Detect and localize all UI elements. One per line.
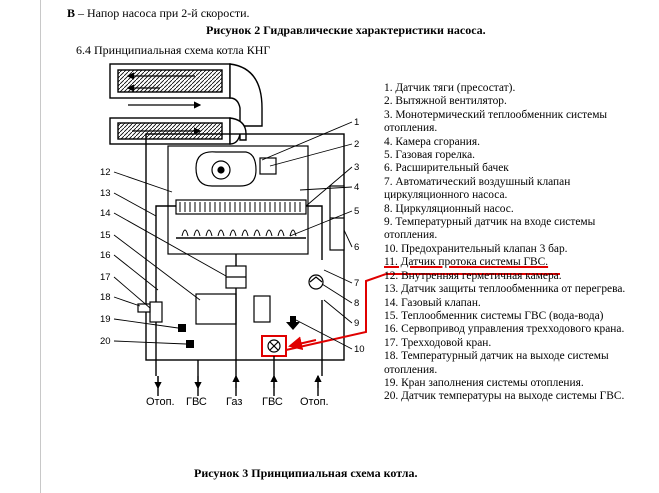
legend-item: 19. Кран заполнения системы отопления. bbox=[384, 376, 584, 389]
callout-number: 14 bbox=[100, 208, 111, 219]
callout-number: 9 bbox=[354, 318, 359, 329]
service-pipes bbox=[157, 288, 319, 396]
callout-number: 4 bbox=[354, 182, 359, 193]
gas-valve bbox=[225, 265, 247, 289]
drain-and-fill bbox=[178, 324, 194, 348]
callout-number: 18 bbox=[100, 292, 111, 303]
expansion-vessel bbox=[329, 185, 345, 251]
callout-leader bbox=[323, 299, 353, 324]
callout-leader bbox=[295, 319, 353, 350]
callout-number: 8 bbox=[354, 298, 359, 309]
heating-circuit-pipes bbox=[155, 205, 323, 376]
legend-item: 15. Теплообменник системы ГВС (вода-вода… bbox=[384, 309, 604, 322]
legend-item: 12. Внутренняя герметичная камера. bbox=[384, 269, 562, 282]
legend-item: 9. Температурный датчик на входе системы… bbox=[384, 216, 596, 242]
callout-number: 19 bbox=[100, 314, 111, 325]
port-label: ГВС bbox=[262, 396, 283, 408]
callout-leader bbox=[113, 296, 141, 307]
legend-item: 7. Автоматический воздушный клапан цирку… bbox=[384, 175, 571, 202]
section-heading: 6.4 Принципиальная схема котла КНГ bbox=[76, 43, 271, 57]
page-edge-left bbox=[40, 0, 41, 493]
callout-number: 6 bbox=[354, 242, 359, 253]
callout-number: 10 bbox=[354, 344, 365, 355]
callout-leader bbox=[343, 229, 353, 248]
callout-leader bbox=[261, 121, 353, 161]
callout-number: 15 bbox=[100, 230, 111, 241]
legend-item: 8. Циркуляционный насос. bbox=[384, 202, 514, 215]
heat-exchanger bbox=[175, 199, 307, 215]
callout-number: 7 bbox=[354, 278, 359, 289]
callout-leader bbox=[113, 318, 179, 329]
legend-item: 20. Датчик температуры на выходе системы… bbox=[384, 390, 625, 403]
legend-item: 1. Датчик тяги (пресостат). bbox=[384, 82, 516, 94]
callout-leader bbox=[113, 192, 157, 217]
legend-item: 16. Сервопривод управления трехходового … bbox=[384, 323, 625, 336]
gas-burner bbox=[176, 229, 306, 239]
callout-number: 17 bbox=[100, 272, 111, 283]
legend-item: 5. Газовая горелка. bbox=[384, 149, 476, 162]
callout-number: 3 bbox=[354, 162, 359, 173]
port-label: Газ bbox=[226, 396, 242, 408]
callout-number: 12 bbox=[100, 167, 111, 178]
pump bbox=[308, 274, 324, 290]
callout-leader bbox=[269, 143, 353, 167]
dhw-exchanger bbox=[195, 293, 271, 325]
callout-number: 2 bbox=[354, 139, 359, 150]
legend-item: 6. Расширительный бачек bbox=[384, 162, 509, 175]
legend-item: 14. Газовый клапан. bbox=[384, 296, 481, 309]
callout-number: 1 bbox=[354, 117, 359, 128]
callout-leader bbox=[321, 283, 353, 304]
flue-arrows bbox=[126, 72, 202, 135]
callout-leader bbox=[113, 212, 227, 277]
legend-item: 11. Датчик протока системы ГВС. bbox=[384, 256, 549, 269]
callout-leader bbox=[323, 269, 353, 284]
callout-leaders bbox=[113, 121, 353, 350]
safety-valve bbox=[286, 316, 300, 330]
flow-sensor-highlight bbox=[261, 273, 560, 357]
legend-item: 4. Камера сгорания. bbox=[384, 135, 480, 148]
port-arrows bbox=[154, 374, 322, 390]
legend-list: 1. Датчик тяги (пресостат).2. Вытяжной в… bbox=[384, 82, 634, 404]
pump-head-note: В – Напор насоса при 2-й скорости. bbox=[67, 6, 250, 20]
callout-leader bbox=[289, 210, 353, 237]
legend-item: 2. Вытяжной вентилятор. bbox=[384, 95, 507, 108]
callout-leader bbox=[113, 171, 173, 193]
port-label: ГВС bbox=[186, 396, 207, 408]
legend-item: 13. Датчик защиты теплообменника от пере… bbox=[384, 283, 626, 296]
three-way-valve bbox=[137, 301, 163, 323]
port-label: Отоп. bbox=[300, 396, 329, 408]
pump-head-text: – Напор насоса при 2-й скорости. bbox=[75, 6, 250, 20]
exhaust-fan bbox=[195, 151, 277, 187]
callout-number: 13 bbox=[100, 188, 111, 199]
callout-leader bbox=[113, 340, 187, 345]
port-label: Отоп. bbox=[146, 396, 175, 408]
legend-item: 10. Предохранительный клапан 3 бар. bbox=[384, 242, 568, 255]
callout-leader bbox=[113, 234, 201, 301]
combustion-chamber bbox=[167, 145, 309, 255]
pump-head-prefix: В bbox=[67, 6, 76, 20]
callout-number: 20 bbox=[100, 336, 111, 347]
callout-number: 16 bbox=[100, 250, 111, 261]
callout-leader bbox=[113, 254, 159, 291]
legend-item: 17. Трехходовой кран. bbox=[384, 336, 492, 349]
legend-item: 18. Температурный датчик на выходе систе… bbox=[384, 350, 609, 376]
callout-leader bbox=[299, 186, 353, 191]
callout-number: 5 bbox=[354, 206, 359, 217]
figure3-caption: Рисунок 3 Принципиальная схема котла. bbox=[194, 466, 418, 480]
port-labels: Отоп. ГВС Газ ГВС Отоп. bbox=[146, 396, 329, 408]
callout-leader bbox=[113, 276, 151, 309]
legend-item: 3. Монотермический теплообменник системы… bbox=[384, 108, 608, 135]
figure2-caption: Рисунок 2 Гидравлические характеристики … bbox=[206, 23, 486, 37]
callout-leader bbox=[305, 166, 353, 207]
